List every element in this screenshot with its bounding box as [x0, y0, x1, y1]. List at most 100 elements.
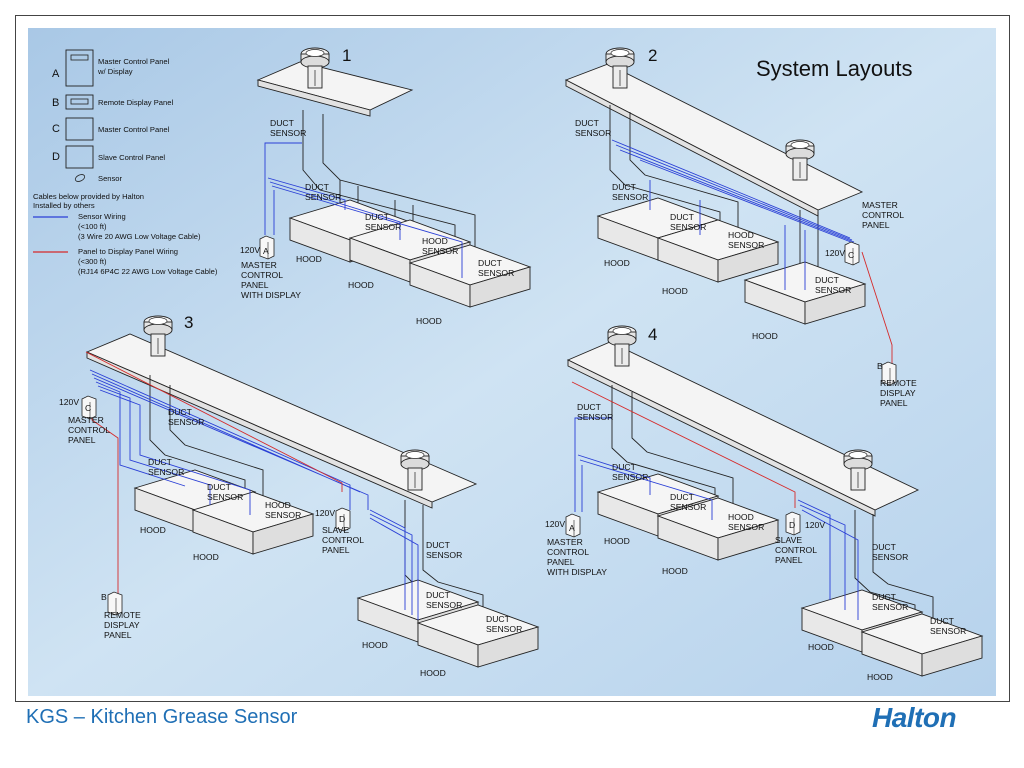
layout-2: 2 DUCT SENSOR DUCT SENSOR DUCT SENSOR HO… [564, 46, 917, 408]
svg-text:DUCT: DUCT [486, 614, 511, 624]
svg-text:MASTER: MASTER [862, 200, 898, 210]
svg-text:SENSOR: SENSOR [148, 467, 184, 477]
svg-text:Installed by others: Installed by others [33, 201, 95, 210]
svg-text:SENSOR: SENSOR [577, 412, 613, 422]
svg-text:PANEL: PANEL [880, 398, 908, 408]
svg-text:(<300 ft): (<300 ft) [78, 257, 107, 266]
svg-text:SENSOR: SENSOR [365, 222, 401, 232]
svg-text:1: 1 [342, 46, 351, 65]
svg-text:DUCT: DUCT [612, 462, 637, 472]
legend-item-d: D Slave Control Panel [52, 145, 165, 169]
slide-title: System Layouts [756, 56, 913, 81]
svg-text:SENSOR: SENSOR [265, 510, 301, 520]
svg-text:SENSOR: SENSOR [728, 522, 764, 532]
svg-text:HOOD: HOOD [140, 525, 166, 535]
svg-text:SLAVE: SLAVE [775, 535, 802, 545]
svg-text:HOOD: HOOD [416, 316, 442, 326]
sensor-icon [74, 174, 86, 182]
svg-text:3: 3 [184, 313, 193, 332]
svg-text:D: D [789, 520, 795, 530]
svg-text:HOOD: HOOD [422, 236, 448, 246]
svg-text:DISPLAY: DISPLAY [880, 388, 916, 398]
svg-text:SENSOR: SENSOR [872, 602, 908, 612]
svg-text:Cables below provided by Halto: Cables below provided by Halton [33, 192, 144, 201]
halton-logo: Halton [872, 702, 957, 733]
svg-text:REMOTE: REMOTE [880, 378, 917, 388]
svg-text:SENSOR: SENSOR [426, 550, 462, 560]
svg-text:DUCT: DUCT [148, 457, 173, 467]
svg-text:HOOD: HOOD [193, 552, 219, 562]
svg-text:DUCT: DUCT [168, 407, 193, 417]
svg-text:HOOD: HOOD [728, 512, 754, 522]
svg-text:CONTROL: CONTROL [322, 535, 364, 545]
svg-text:120V: 120V [315, 508, 335, 518]
svg-text:Slave Control Panel: Slave Control Panel [98, 153, 165, 162]
svg-text:SLAVE: SLAVE [322, 525, 349, 535]
svg-text:MASTER: MASTER [547, 537, 583, 547]
svg-text:A: A [569, 523, 575, 533]
svg-text:SENSOR: SENSOR [478, 268, 514, 278]
legend-item-c: C Master Control Panel [52, 117, 170, 141]
svg-text:SENSOR: SENSOR [930, 626, 966, 636]
svg-text:SENSOR: SENSOR [872, 552, 908, 562]
svg-text:HOOD: HOOD [296, 254, 322, 264]
svg-text:DUCT: DUCT [612, 182, 637, 192]
svg-text:PANEL: PANEL [775, 555, 803, 565]
legend-item-b: B Remote Display Panel [52, 94, 173, 110]
svg-text:HOOD: HOOD [662, 566, 688, 576]
svg-text:HOOD: HOOD [604, 536, 630, 546]
svg-text:SENSOR: SENSOR [670, 502, 706, 512]
svg-text:Sensor: Sensor [98, 174, 123, 183]
svg-text:4: 4 [648, 325, 657, 344]
svg-text:PANEL: PANEL [322, 545, 350, 555]
svg-text:SENSOR: SENSOR [486, 624, 522, 634]
svg-text:MASTER: MASTER [241, 260, 277, 270]
svg-text:PANEL: PANEL [241, 280, 269, 290]
svg-text:WITH DISPLAY: WITH DISPLAY [241, 290, 301, 300]
svg-text:SENSOR: SENSOR [612, 192, 648, 202]
svg-text:CONTROL: CONTROL [862, 210, 904, 220]
svg-text:HOOD: HOOD [728, 230, 754, 240]
legend-sensor: Sensor [74, 174, 123, 183]
svg-text:DUCT: DUCT [872, 542, 897, 552]
svg-text:D: D [339, 514, 345, 524]
svg-text:A: A [52, 68, 60, 80]
svg-text:SENSOR: SENSOR [575, 128, 611, 138]
svg-text:CONTROL: CONTROL [547, 547, 589, 557]
svg-text:C: C [848, 250, 854, 260]
svg-text:DUCT: DUCT [426, 540, 451, 550]
svg-text:Panel to Display Panel Wiring: Panel to Display Panel Wiring [78, 247, 178, 256]
svg-text:HOOD: HOOD [348, 280, 374, 290]
svg-text:120V: 120V [545, 519, 565, 529]
svg-text:HOOD: HOOD [604, 258, 630, 268]
svg-text:B: B [877, 361, 883, 371]
legend: A Master Control Panel w/ Display B Remo… [33, 49, 218, 276]
svg-text:MASTER: MASTER [68, 415, 104, 425]
svg-text:SENSOR: SENSOR [207, 492, 243, 502]
svg-text:120V: 120V [805, 520, 825, 530]
svg-text:DUCT: DUCT [478, 258, 503, 268]
svg-text:DISPLAY: DISPLAY [104, 620, 140, 630]
svg-text:SENSOR: SENSOR [422, 246, 458, 256]
svg-text:(<100 ft): (<100 ft) [78, 222, 107, 231]
svg-text:C: C [52, 123, 60, 135]
svg-text:SENSOR: SENSOR [612, 472, 648, 482]
svg-text:CONTROL: CONTROL [241, 270, 283, 280]
svg-text:DUCT: DUCT [365, 212, 390, 222]
layout-4: 4 DUCT SENSOR DUCT SENSOR DUCT SENSOR HO… [545, 325, 983, 682]
svg-text:CONTROL: CONTROL [775, 545, 817, 555]
svg-text:HOOD: HOOD [867, 672, 893, 682]
svg-text:DUCT: DUCT [670, 492, 695, 502]
svg-text:B: B [52, 97, 59, 109]
svg-text:HOOD: HOOD [265, 500, 291, 510]
svg-text:DUCT: DUCT [270, 118, 295, 128]
svg-text:SENSOR: SENSOR [728, 240, 764, 250]
svg-text:Sensor Wiring: Sensor Wiring [78, 212, 126, 221]
svg-text:DUCT: DUCT [426, 590, 451, 600]
svg-text:PANEL: PANEL [68, 435, 96, 445]
svg-text:REMOTE: REMOTE [104, 610, 141, 620]
svg-text:DUCT: DUCT [815, 275, 840, 285]
layout-3: 3 DUCT SENSOR DUCT SENSOR DUCT SENSOR HO… [59, 313, 539, 678]
svg-text:120V: 120V [825, 248, 845, 258]
